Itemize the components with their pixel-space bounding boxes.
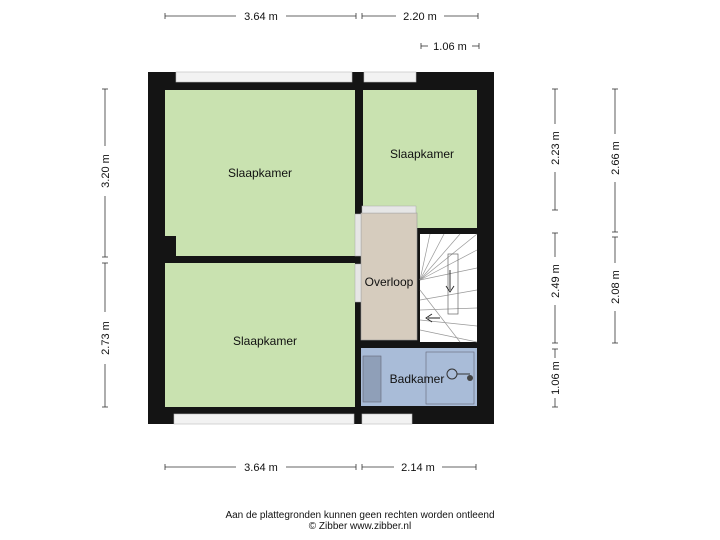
- dim-right-middle: 2.49 m: [550, 264, 562, 298]
- label-bedroom-top-right: Slaapkamer: [390, 147, 454, 161]
- footer-disclaimer: Aan de plattegronden kunnen geen rechten…: [225, 510, 495, 521]
- dim-top-left: 3.64 m: [244, 11, 278, 23]
- label-bedroom-top-left: Slaapkamer: [228, 166, 292, 180]
- dim-far-right-lower: 2.08 m: [610, 270, 622, 304]
- dim-bottom-right: 2.14 m: [401, 462, 435, 474]
- stairs-area: [420, 234, 477, 342]
- label-bedroom-bottom-left: Slaapkamer: [233, 334, 297, 348]
- window-bottom-right: [361, 413, 413, 425]
- bathroom-vanity: [362, 355, 382, 403]
- room-bedroom-top-left: [165, 90, 355, 256]
- window-top-right: [363, 71, 417, 83]
- dimension-lines: [101, 12, 619, 471]
- dim-top-right: 2.20 m: [403, 11, 437, 23]
- footer-copyright: © Zibber www.zibber.nl: [308, 521, 412, 532]
- dim-top-small: 1.06 m: [433, 41, 467, 53]
- bathroom-shower: [425, 351, 475, 405]
- dim-bottom-left: 3.64 m: [244, 462, 278, 474]
- dim-left-upper: 3.20 m: [100, 154, 112, 188]
- door-landing-top: [361, 205, 417, 214]
- window-bottom-left: [173, 413, 355, 425]
- door-landing-left-top: [354, 213, 362, 257]
- wall-notch: [160, 236, 176, 258]
- dim-right-lower: 1.06 m: [550, 361, 562, 395]
- dim-right-upper: 2.23 m: [550, 131, 562, 165]
- shower-tap-knob: [467, 375, 473, 381]
- room-bedroom-top-right: [363, 90, 477, 228]
- dim-left-lower: 2.73 m: [100, 321, 112, 355]
- window-top-left: [175, 71, 353, 83]
- stairs-lines: [419, 233, 478, 343]
- label-landing: Overloop: [365, 275, 414, 289]
- door-landing-left-bottom: [354, 263, 362, 303]
- dim-far-right-upper: 2.66 m: [610, 141, 622, 175]
- room-landing: [360, 212, 418, 341]
- room-bedroom-bottom-left: [165, 263, 355, 407]
- label-bathroom: Badkamer: [390, 372, 445, 386]
